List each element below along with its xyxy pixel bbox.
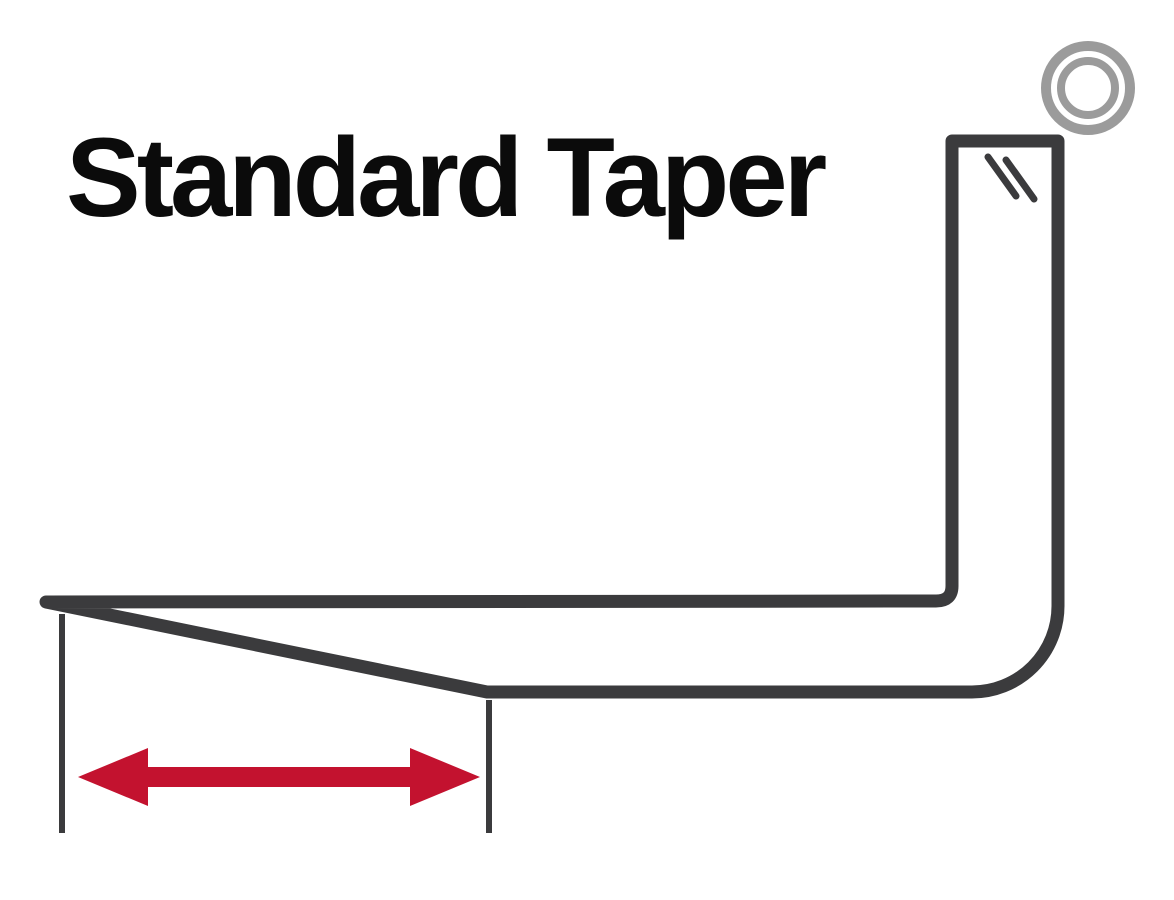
diagram-title: Standard Taper (66, 115, 827, 240)
glass-shine-icon (984, 153, 1038, 203)
ring-icon (1041, 41, 1135, 135)
fork-outline (39, 134, 1065, 699)
taper-length-arrow-icon (78, 748, 480, 806)
